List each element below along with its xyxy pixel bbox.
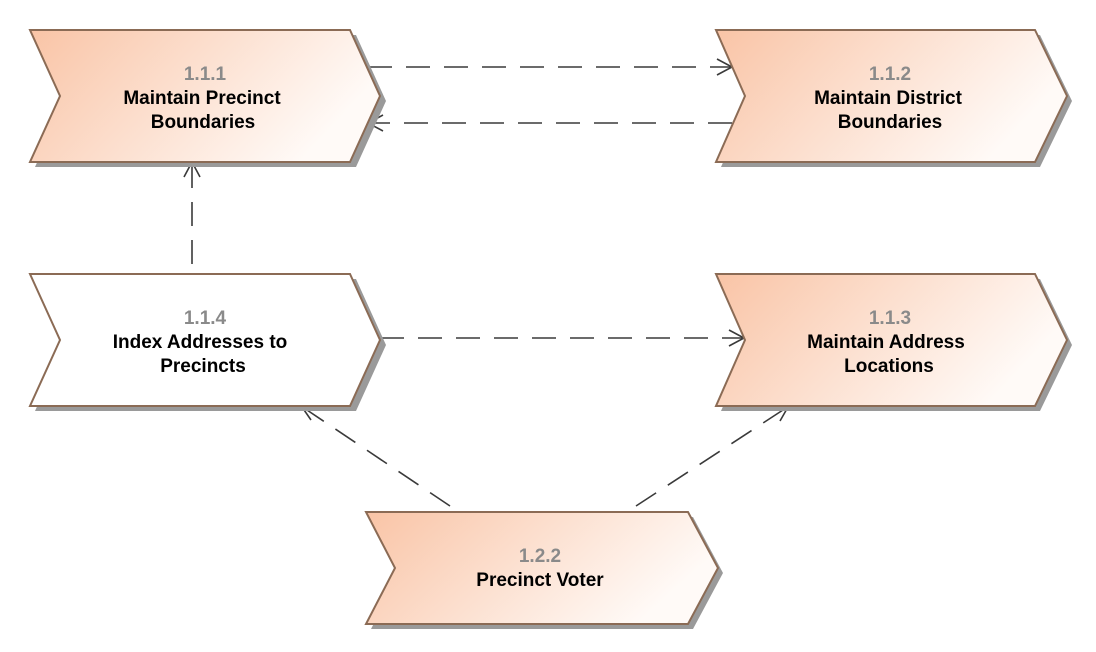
node-label-line-1: Index Addresses to <box>113 332 288 353</box>
node-label-line-1: Maintain Precinct <box>123 88 281 109</box>
edge-122-to-113[interactable] <box>635 406 790 507</box>
node-1-1-1[interactable]: 1.1.1 Maintain Precinct Boundaries <box>28 29 386 167</box>
node-1-1-4[interactable]: 1.1.4 Index Addresses to Precincts <box>28 273 386 411</box>
node-number: 1.1.2 <box>869 64 911 85</box>
edge-114-to-113[interactable] <box>380 329 746 347</box>
edge-111-to-112[interactable] <box>368 58 734 76</box>
edge-112-to-111[interactable] <box>366 114 732 132</box>
node-number: 1.2.2 <box>519 546 561 567</box>
node-label-line-2: Locations <box>844 356 934 377</box>
node-label-line-1: Maintain Address <box>807 332 965 353</box>
node-1-2-2[interactable]: 1.2.2 Precinct Voter <box>364 511 723 629</box>
node-number: 1.1.1 <box>184 64 227 85</box>
node-label-line-2: Boundaries <box>151 112 256 133</box>
edge-122-to-114[interactable] <box>300 405 451 507</box>
node-1-1-2[interactable]: 1.1.2 Maintain District Boundaries <box>714 29 1072 167</box>
node-label-line-2: Precincts <box>160 356 246 377</box>
node-number: 1.1.4 <box>184 308 227 329</box>
node-label-line-1: Precinct Voter <box>476 570 604 591</box>
node-1-1-3[interactable]: 1.1.3 Maintain Address Locations <box>714 273 1072 411</box>
edge-114-to-111[interactable] <box>183 160 201 264</box>
node-number: 1.1.3 <box>869 308 911 329</box>
node-label-line-2: Boundaries <box>838 112 943 133</box>
node-label-line-1: Maintain District <box>814 88 962 109</box>
